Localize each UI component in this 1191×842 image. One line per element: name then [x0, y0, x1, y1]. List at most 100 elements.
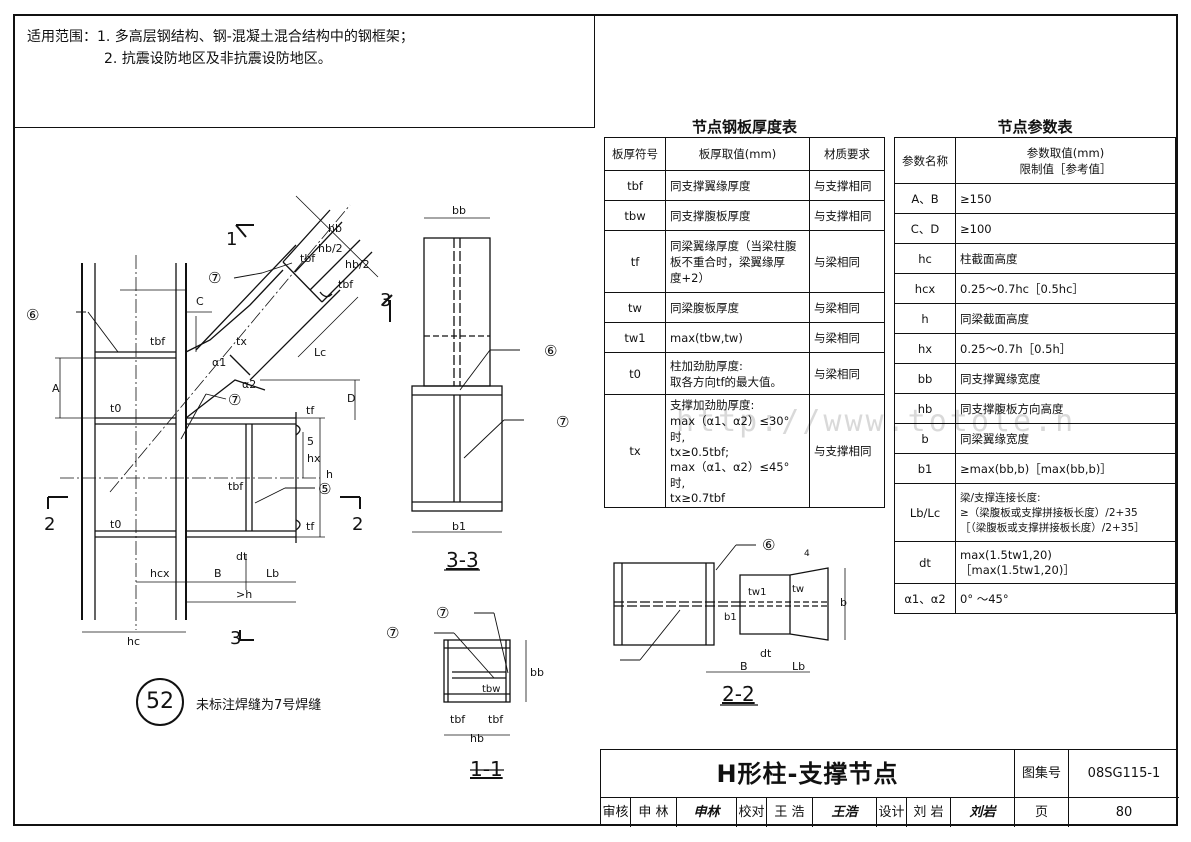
dim-tx: tx: [236, 335, 247, 348]
atlas-number: 08SG115-1: [1069, 750, 1179, 798]
dim-t0-bot: t0: [110, 518, 121, 531]
cell-param-name: hb: [894, 393, 956, 424]
detail-note: 未标注焊缝为7号焊缝: [196, 698, 322, 713]
sec22-tw: tw: [792, 584, 804, 595]
section-1-1: [434, 612, 527, 771]
sec11-bb: bb: [530, 666, 544, 679]
check-label: 校对: [737, 798, 767, 827]
cell-material: 与支撑相同: [809, 200, 885, 231]
plate-table-title: 节点钢板厚度表: [691, 118, 797, 136]
designer-signature: 刘岩: [951, 798, 1015, 827]
cell-param-value: 同梁翼缘宽度: [955, 423, 1176, 454]
section-mark-3-bottom: 3: [230, 628, 241, 649]
dim-hb-half-1: hb/2: [318, 242, 343, 255]
cell-param-value: 柱截面高度: [955, 243, 1176, 274]
section-mark-1: 1: [226, 229, 237, 250]
section-title-2-2: 2-2: [722, 682, 755, 706]
param-table-header: 参数名称 参数取值(mm) 限制值［参考值］: [894, 137, 1176, 184]
cell-param-value: 梁/支撑连接长度: ≥（梁腹板或支撑拼接板长度）/2+35 ［（梁腹板或支撑拼接…: [955, 483, 1176, 542]
weld-6-icon: ⑥: [762, 536, 775, 554]
cell-value: 同支撑腹板厚度: [665, 200, 810, 231]
section-2-2: [613, 544, 846, 706]
weld-6-icon: ⑥: [26, 306, 39, 324]
cell-param-name: h: [894, 303, 956, 334]
weld-7-icon: ⑦: [386, 624, 399, 642]
sec22-b1: b1: [724, 612, 737, 623]
dim-lc: Lc: [314, 346, 326, 359]
param-table-title: 节点参数表: [997, 118, 1073, 136]
sec33-b1: b1: [452, 520, 466, 533]
weld-7-icon: ⑦: [228, 391, 241, 409]
signature-row: 审核 申 林 申林 校对 王 浩 王浩 设计 刘 岩 刘岩 页 80: [601, 798, 1179, 827]
cell-value: 柱加劲肋厚度: 取各方向tf的最大值。: [665, 352, 810, 395]
cell-param-value: 0.25～0.7hc［0.5hc］: [955, 273, 1176, 304]
dim-hx: hx: [307, 452, 321, 465]
dim-tf-top: tf: [306, 404, 315, 417]
angle-a1: α1: [212, 356, 226, 369]
header-value: 板厚取值(mm): [665, 137, 810, 171]
header-symbol: 板厚符号: [604, 137, 666, 171]
design-label: 设计: [877, 798, 907, 827]
dim-c: C: [196, 295, 204, 308]
angle-a2: α2: [242, 378, 256, 391]
dim-tf-bot: tf: [306, 520, 315, 533]
scope-label: 适用范围：: [27, 29, 97, 45]
cell-symbol: tbw: [604, 200, 666, 231]
sec22-b-dim: B: [740, 660, 748, 673]
page-number: 80: [1115, 805, 1133, 820]
cell-param-name: hx: [894, 333, 956, 364]
table-row: C、D≥100: [894, 213, 1176, 244]
cell-param-value: 0° ～45°: [955, 583, 1176, 614]
cell-param-name: C、D: [894, 213, 956, 244]
scope-line-1: 适用范围：1. 多高层钢结构、钢-混凝土混合结构中的钢框架；: [27, 26, 594, 48]
sec22-4: 4: [804, 549, 810, 559]
weld-7-icon: ⑦: [436, 604, 449, 622]
weld-7-icon: ⑦: [556, 413, 569, 431]
cell-param-value: ≥100: [955, 213, 1176, 244]
section-title-3-3: 3-3: [446, 548, 479, 572]
dim-hb-half-2: hb/2: [345, 258, 370, 271]
section-mark-2-right: 2: [352, 514, 363, 535]
cell-symbol: tx: [604, 394, 666, 508]
node-parameter-table: 参数名称 参数取值(mm) 限制值［参考值］ A、B≥150 C、D≥100 h…: [894, 137, 1176, 614]
sec22-dt: dt: [760, 647, 772, 660]
reviewer-signature: 申林: [677, 798, 737, 827]
dim-tbf-left: tbf: [150, 335, 166, 348]
reviewer-name: 申 林: [631, 798, 677, 827]
watermark-text: http://www.totole.n: [676, 404, 1077, 439]
dim-ge-h: >h: [236, 588, 252, 601]
dim-a: A: [52, 382, 60, 395]
weld-7-icon: ⑦: [208, 269, 221, 287]
dim-dt: dt: [236, 550, 248, 563]
dim-hc: hc: [127, 635, 140, 648]
cell-param-name: hc: [894, 243, 956, 274]
dim-d: D: [347, 392, 355, 405]
drawing-frame: [13, 14, 1178, 826]
dim-hb: hb: [328, 222, 342, 235]
dim-b: B: [214, 567, 222, 580]
atlas-label: 图集号: [1015, 750, 1069, 798]
dim-5: 5: [307, 435, 314, 448]
dim-h: h: [326, 468, 333, 481]
cell-param-name: b1: [894, 453, 956, 484]
dim-lb: Lb: [266, 567, 279, 580]
cell-param-name: b: [894, 423, 956, 454]
section-mark-2-left: 2: [44, 514, 55, 535]
drawing-labels: hb hb/2 hb/2 tbf tbf C A D Lc tx α1 α2 t…: [26, 204, 847, 745]
sec22-lb: Lb: [792, 660, 805, 673]
cell-value: max(tbw,tw): [665, 322, 810, 353]
dim-hcx: hcx: [150, 567, 170, 580]
scope-item-1: 1. 多高层钢结构、钢-混凝土混合结构中的钢框架；: [97, 29, 414, 45]
cell-material: 与梁相同: [809, 230, 885, 293]
scope-note: 适用范围：1. 多高层钢结构、钢-混凝土混合结构中的钢框架； 2. 抗震设防地区…: [15, 16, 595, 128]
